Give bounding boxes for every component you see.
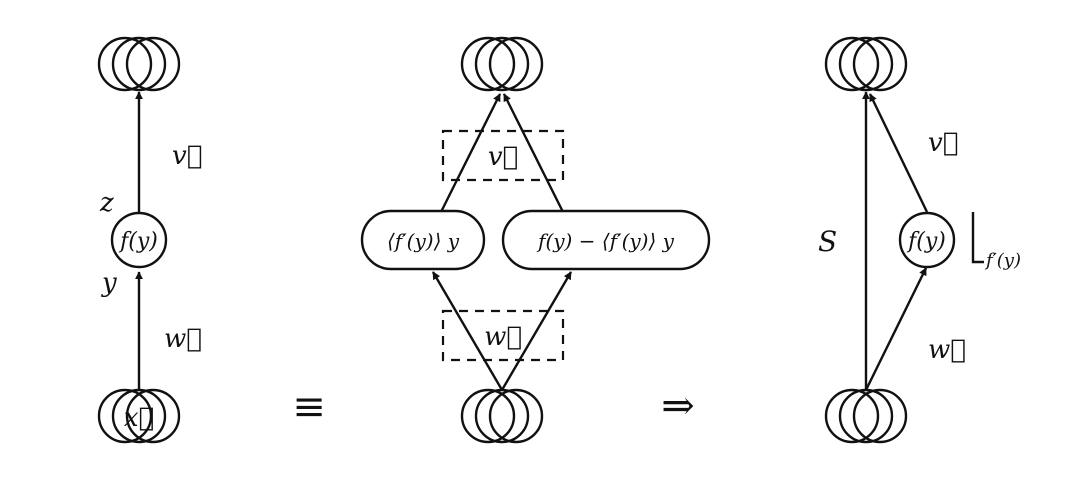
left-hidden-node xyxy=(110,211,168,269)
middle-input-layer xyxy=(460,388,544,444)
right-arrow-top xyxy=(868,93,929,213)
left-input-var: y xyxy=(101,268,117,298)
middle-linear-node xyxy=(360,209,486,271)
middle-network: v⃗ w⃗ ⟨f′(y)⟩ y f(y) − ⟨f′(y)⟩ y xyxy=(360,36,711,444)
middle-top-weight-box xyxy=(441,129,565,182)
middle-bottom-weight-box xyxy=(441,309,565,362)
left-input-label: x⃗ xyxy=(124,403,154,433)
middle-linear-node-label: ⟨f′(y)⟩ y xyxy=(387,229,460,253)
right-bracket-label: f′(y) xyxy=(984,250,1021,271)
left-output-var: z xyxy=(99,188,114,218)
left-bottom-vector: w⃗ xyxy=(164,324,202,354)
middle-nonlinear-node-label: f(y) − ⟨f′(y)⟩ y xyxy=(536,229,675,253)
middle-arrow-nonlinear-out xyxy=(502,93,565,213)
right-arrow-bottom xyxy=(864,267,928,391)
right-network: f(y) S v⃗ w⃗ f′(y) xyxy=(818,36,1021,444)
right-hidden-node xyxy=(898,211,956,269)
middle-output-layer xyxy=(460,36,544,92)
right-node-label: f(y) xyxy=(906,229,946,254)
left-network: x⃗ f(y) v⃗ z y w⃗ xyxy=(97,36,202,444)
middle-nonlinear-node xyxy=(501,209,711,271)
right-top-vector: v⃗ xyxy=(928,128,958,158)
right-input-layer xyxy=(824,388,908,444)
right-derivative-bracket xyxy=(971,212,984,264)
right-output-layer xyxy=(824,36,908,92)
middle-arrow-linear-in xyxy=(431,271,504,391)
middle-arrow-nonlinear-in xyxy=(500,271,573,391)
equivalence-symbol: ≡ xyxy=(292,384,326,430)
right-shortcut-label: S xyxy=(818,225,837,258)
middle-arrow-linear-out xyxy=(439,93,502,213)
middle-bottom-vector: w⃗ xyxy=(484,322,522,352)
left-output-layer xyxy=(97,36,181,92)
middle-top-vector: v⃗ xyxy=(488,142,518,172)
implies-symbol: ⇒ xyxy=(661,383,695,429)
left-top-vector: v⃗ xyxy=(172,141,202,171)
left-node-label: f(y) xyxy=(118,229,158,254)
right-bottom-vector: w⃗ xyxy=(928,335,966,365)
